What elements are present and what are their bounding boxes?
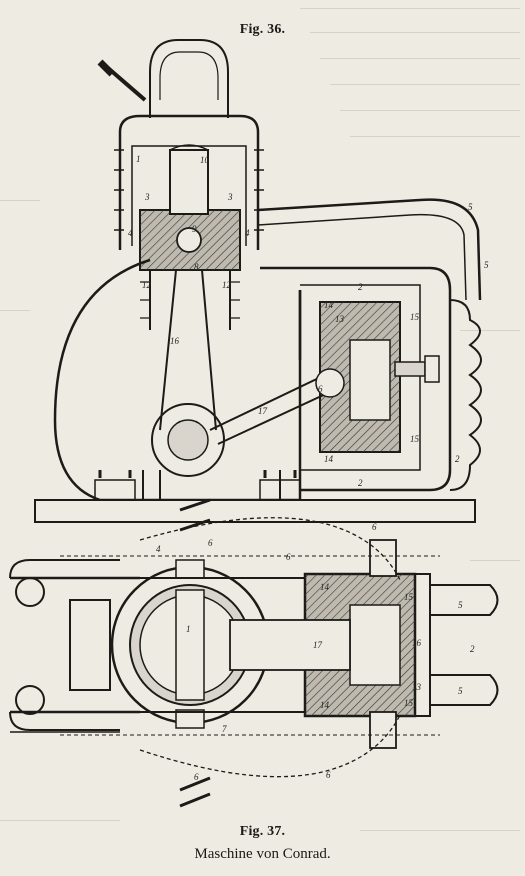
label-37-7: 7	[222, 724, 227, 734]
cylinder-bore	[131, 145, 247, 246]
label-37-6a: 6	[208, 538, 213, 548]
label-36-5a: 5	[468, 202, 473, 212]
label-36-2c: 2	[358, 478, 363, 488]
oil-pipe	[106, 66, 147, 102]
label-36-4a: 4	[128, 228, 133, 238]
label-37-16: 16	[412, 638, 422, 648]
label-36-13: 13	[335, 314, 345, 324]
figure-36-caption: Fig. 36.	[239, 22, 286, 37]
label-36-15b: 15	[410, 434, 420, 444]
connecting-rod	[159, 269, 217, 431]
label-37-4: 4	[156, 544, 161, 554]
label-37-15a: 15	[404, 592, 414, 602]
label-37-1: 1	[186, 624, 191, 634]
label-37-6b: 6	[286, 552, 291, 562]
frame-eye-top	[15, 577, 45, 607]
cylinder-jacket	[118, 114, 260, 250]
label-37-14a: 14	[320, 582, 330, 592]
label-36-6: 6	[318, 384, 323, 394]
label-36-14a: 14	[324, 300, 334, 310]
label-36-2a: 2	[358, 282, 363, 292]
dashed-outline	[139, 517, 401, 778]
valve-cap	[149, 39, 229, 118]
label-37-15b: 15	[404, 698, 414, 708]
label-36-15a: 15	[410, 312, 420, 322]
label-36-8: 8	[194, 262, 199, 272]
piston-rod-plan	[229, 619, 351, 671]
piston-rod	[169, 149, 209, 215]
crankcase	[53, 258, 302, 502]
label-37-6c: 6	[372, 522, 377, 532]
label-37-2: 2	[470, 644, 475, 654]
figure-37-caption: Fig. 37.	[239, 824, 286, 839]
label-36-16: 16	[170, 336, 180, 346]
label-37-17: 17	[313, 640, 323, 650]
label-37-5a: 5	[458, 600, 463, 610]
figure-37-subtitle: Maschine von Conrad.	[194, 846, 331, 862]
base-plate	[34, 499, 476, 523]
label-36-2b: 2	[455, 454, 460, 464]
label-37-5b: 5	[458, 686, 463, 696]
label-36-14b: 14	[324, 454, 334, 464]
transfer-pipe	[257, 198, 482, 301]
label-36-10: 10	[200, 155, 210, 165]
label-37-6e: 6	[326, 770, 331, 780]
label-36-9: 9	[192, 224, 197, 234]
label-36-4b: 4	[245, 228, 250, 238]
frame-rails	[10, 576, 140, 714]
label-37-6d: 6	[194, 772, 199, 782]
label-36-3a: 3	[144, 192, 150, 202]
label-37-13: 13	[412, 682, 422, 692]
label-36-12a: 12	[142, 280, 152, 290]
label-36-17: 17	[258, 406, 268, 416]
horizontal-housing	[260, 266, 452, 492]
label-36-3b: 3	[227, 192, 233, 202]
frame-eye-bottom	[15, 685, 45, 715]
label-36-5b: 5	[484, 260, 489, 270]
crank-disc	[151, 403, 225, 477]
label-36-12b: 12	[222, 280, 232, 290]
label-36-1: 1	[136, 154, 141, 164]
link-rod	[209, 374, 331, 445]
cylinder-head-fins	[449, 299, 482, 491]
label-37-14b: 14	[320, 700, 330, 710]
